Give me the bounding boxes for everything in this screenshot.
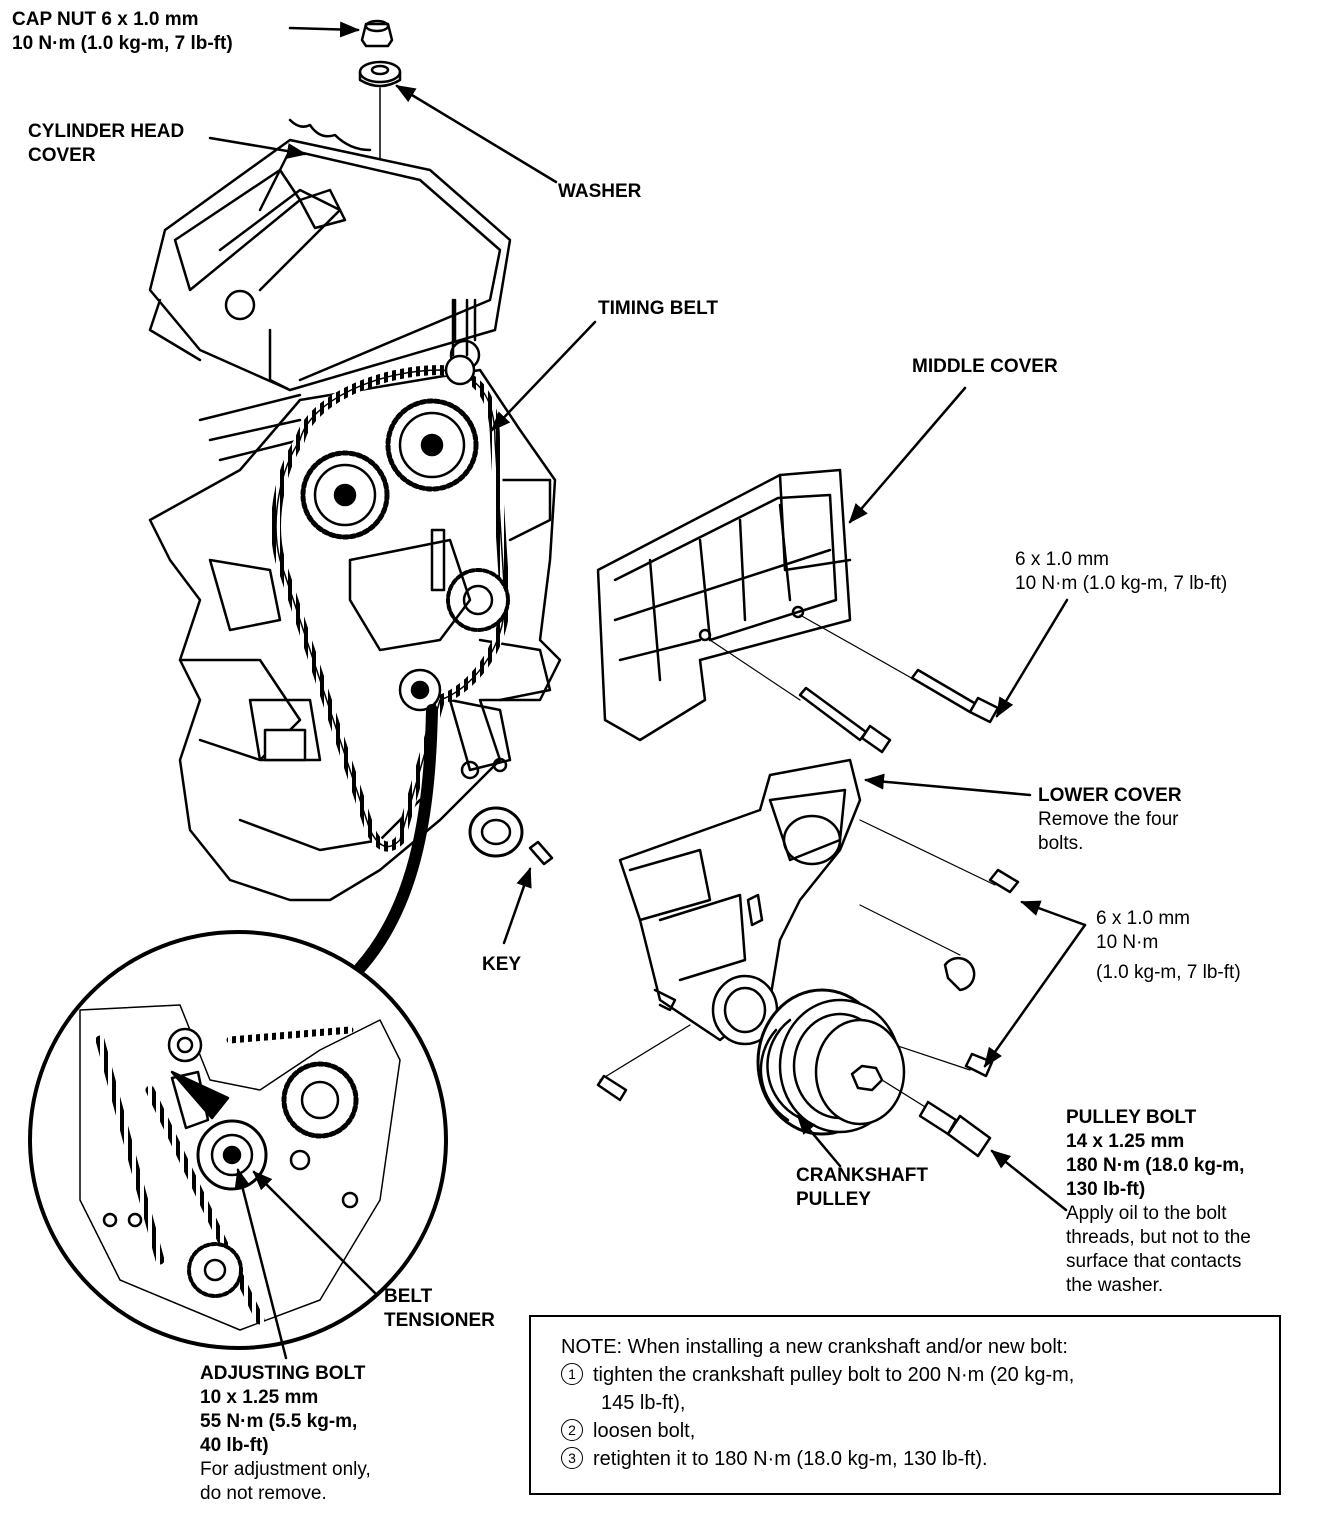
note-step-2: 2 loosen bolt, (561, 1417, 1279, 1445)
washer-label: WASHER (558, 181, 642, 202)
cylinder-head-cover-line-2: COVER (28, 145, 96, 166)
pulley-bolt-desc-2: threads, but not to the (1066, 1227, 1251, 1248)
note-step-1-cont: 145 lb-ft), (601, 1392, 686, 1414)
note-intro: NOTE: When installing a new crankshaft a… (561, 1336, 1068, 1358)
pulley-bolt-title: PULLEY BOLT (1066, 1107, 1197, 1128)
key-label: KEY (482, 954, 522, 975)
middle-bolt-torque: 10 N·m (1.0 kg-m, 7 lb-ft) (1015, 573, 1228, 594)
adjusting-bolt-title: ADJUSTING BOLT (200, 1363, 366, 1384)
lower-bolt-torque: 10 N·m (1096, 932, 1159, 953)
adjusting-bolt-label: ADJUSTING BOLT 10 x 1.25 mm 55 N·m (5.5 … (200, 1362, 371, 1506)
adjusting-bolt-desc-1: For adjustment only, (200, 1459, 371, 1480)
stud (430, 528, 446, 592)
camshaft-pulley-right (385, 398, 479, 492)
cap-nut (360, 19, 394, 48)
cylinder-head-cover (148, 118, 512, 392)
belt-tensioner-line-2: TENSIONER (384, 1310, 495, 1331)
middle-bolt-label: 6 x 1.0 mm 10 N·m (1.0 kg-m, 7 lb-ft) (1015, 548, 1227, 596)
leader-arrows (208, 21, 1087, 1360)
lower-cover-desc-1: Remove the four (1038, 809, 1179, 830)
adjusting-bolt-desc-2: do not remove. (200, 1483, 327, 1504)
pulley-bolt-desc-1: Apply oil to the bolt (1066, 1203, 1227, 1224)
tensioner-pulley (398, 668, 442, 712)
cap-nut-label: CAP NUT 6 x 1.0 mm 10 N·m (1.0 kg-m, 7 l… (12, 8, 233, 56)
lower-cover-desc-2: bolts. (1038, 833, 1084, 854)
lower-bolt-label: 6 x 1.0 mm 10 N·m (1.0 kg-m, 7 lb-ft) (1096, 907, 1241, 985)
pulley-bolt-desc-4: the washer. (1066, 1275, 1164, 1296)
lower-cover-label: LOWER COVER Remove the four bolts. (1038, 784, 1182, 856)
washer (358, 60, 402, 88)
lower-bolt-size: 6 x 1.0 mm (1096, 908, 1190, 929)
adjusting-bolt-size: 10 x 1.25 mm (200, 1387, 319, 1408)
middle-bolt-2 (799, 614, 1000, 724)
pulley-bolt-torque-1: 180 N·m (18.0 kg-m, (1066, 1155, 1245, 1176)
note-step-1: 1 tighten the crankshaft pulley bolt to 2… (561, 1361, 1279, 1389)
detail-magnifier (28, 930, 448, 1350)
middle-cover (596, 468, 852, 742)
belt-tensioner-label: BELT TENSIONER (384, 1285, 495, 1333)
water-pump-pulley (446, 568, 510, 632)
note-step-3-line-1: retighten it to 180 N·m (18.0 kg-m, 130 … (593, 1448, 988, 1470)
pulley-bolt-label: PULLEY BOLT 14 x 1.25 mm 180 N·m (18.0 k… (1066, 1106, 1251, 1298)
lower-cover (618, 758, 862, 1046)
adjusting-bolt-torque-1: 55 N·m (5.5 kg-m, (200, 1411, 358, 1432)
pulley-bolt-torque-2: 130 lb-ft) (1066, 1179, 1146, 1200)
cap-nut-title: CAP NUT 6 x 1.0 mm (12, 9, 199, 30)
crank-washer (468, 806, 524, 858)
crankshaft-pulley-label: CRANKSHAFT PULLEY (796, 1164, 928, 1212)
belt-tensioner-line-1: BELT (384, 1286, 433, 1307)
crankshaft-pulley-line-2: PULLEY (796, 1189, 871, 1210)
lower-bolt-torque-2: (1.0 kg-m, 7 lb-ft) (1096, 962, 1241, 983)
middle-bolt-1 (709, 639, 892, 754)
pulley-bolt-desc-3: surface that contacts (1066, 1251, 1242, 1272)
cylinder-head-cover-line-1: CYLINDER HEAD (28, 121, 185, 142)
pulley-bolt (881, 1079, 992, 1158)
step-marker-1: 1 (561, 1363, 583, 1385)
note-box: NOTE: When installing a new crankshaft a… (529, 1315, 1281, 1495)
note-step-2-line-1: loosen bolt, (593, 1420, 696, 1442)
middle-bolt-size: 6 x 1.0 mm (1015, 549, 1109, 570)
note-step-1-line-1: tighten the crankshaft pulley bolt to 20… (593, 1364, 1075, 1386)
cylinder-head-cover-label: CYLINDER HEAD COVER (28, 120, 184, 168)
step-marker-2: 2 (561, 1419, 583, 1441)
camshaft-pulley-left (300, 450, 390, 540)
timing-belt (271, 365, 510, 852)
adjusting-bolt-torque-2: 40 lb-ft) (200, 1435, 269, 1456)
crankshaft-pulley-line-1: CRANKSHAFT (796, 1165, 928, 1186)
timing-belt-label: TIMING BELT (598, 298, 718, 319)
cap-nut-torque: 10 N·m (1.0 kg-m, 7 lb-ft) (12, 33, 233, 54)
key-part (528, 840, 554, 866)
middle-cover-label: MIDDLE COVER (912, 356, 1058, 377)
pulley-bolt-size: 14 x 1.25 mm (1066, 1131, 1185, 1152)
engine-block (148, 368, 562, 902)
lower-cover-title: LOWER COVER (1038, 785, 1182, 806)
note-step-3: 3 retighten it to 180 N·m (18.0 kg-m, 130… (561, 1445, 1279, 1473)
crankshaft-pulley (756, 988, 906, 1136)
step-marker-3: 3 (561, 1447, 583, 1469)
